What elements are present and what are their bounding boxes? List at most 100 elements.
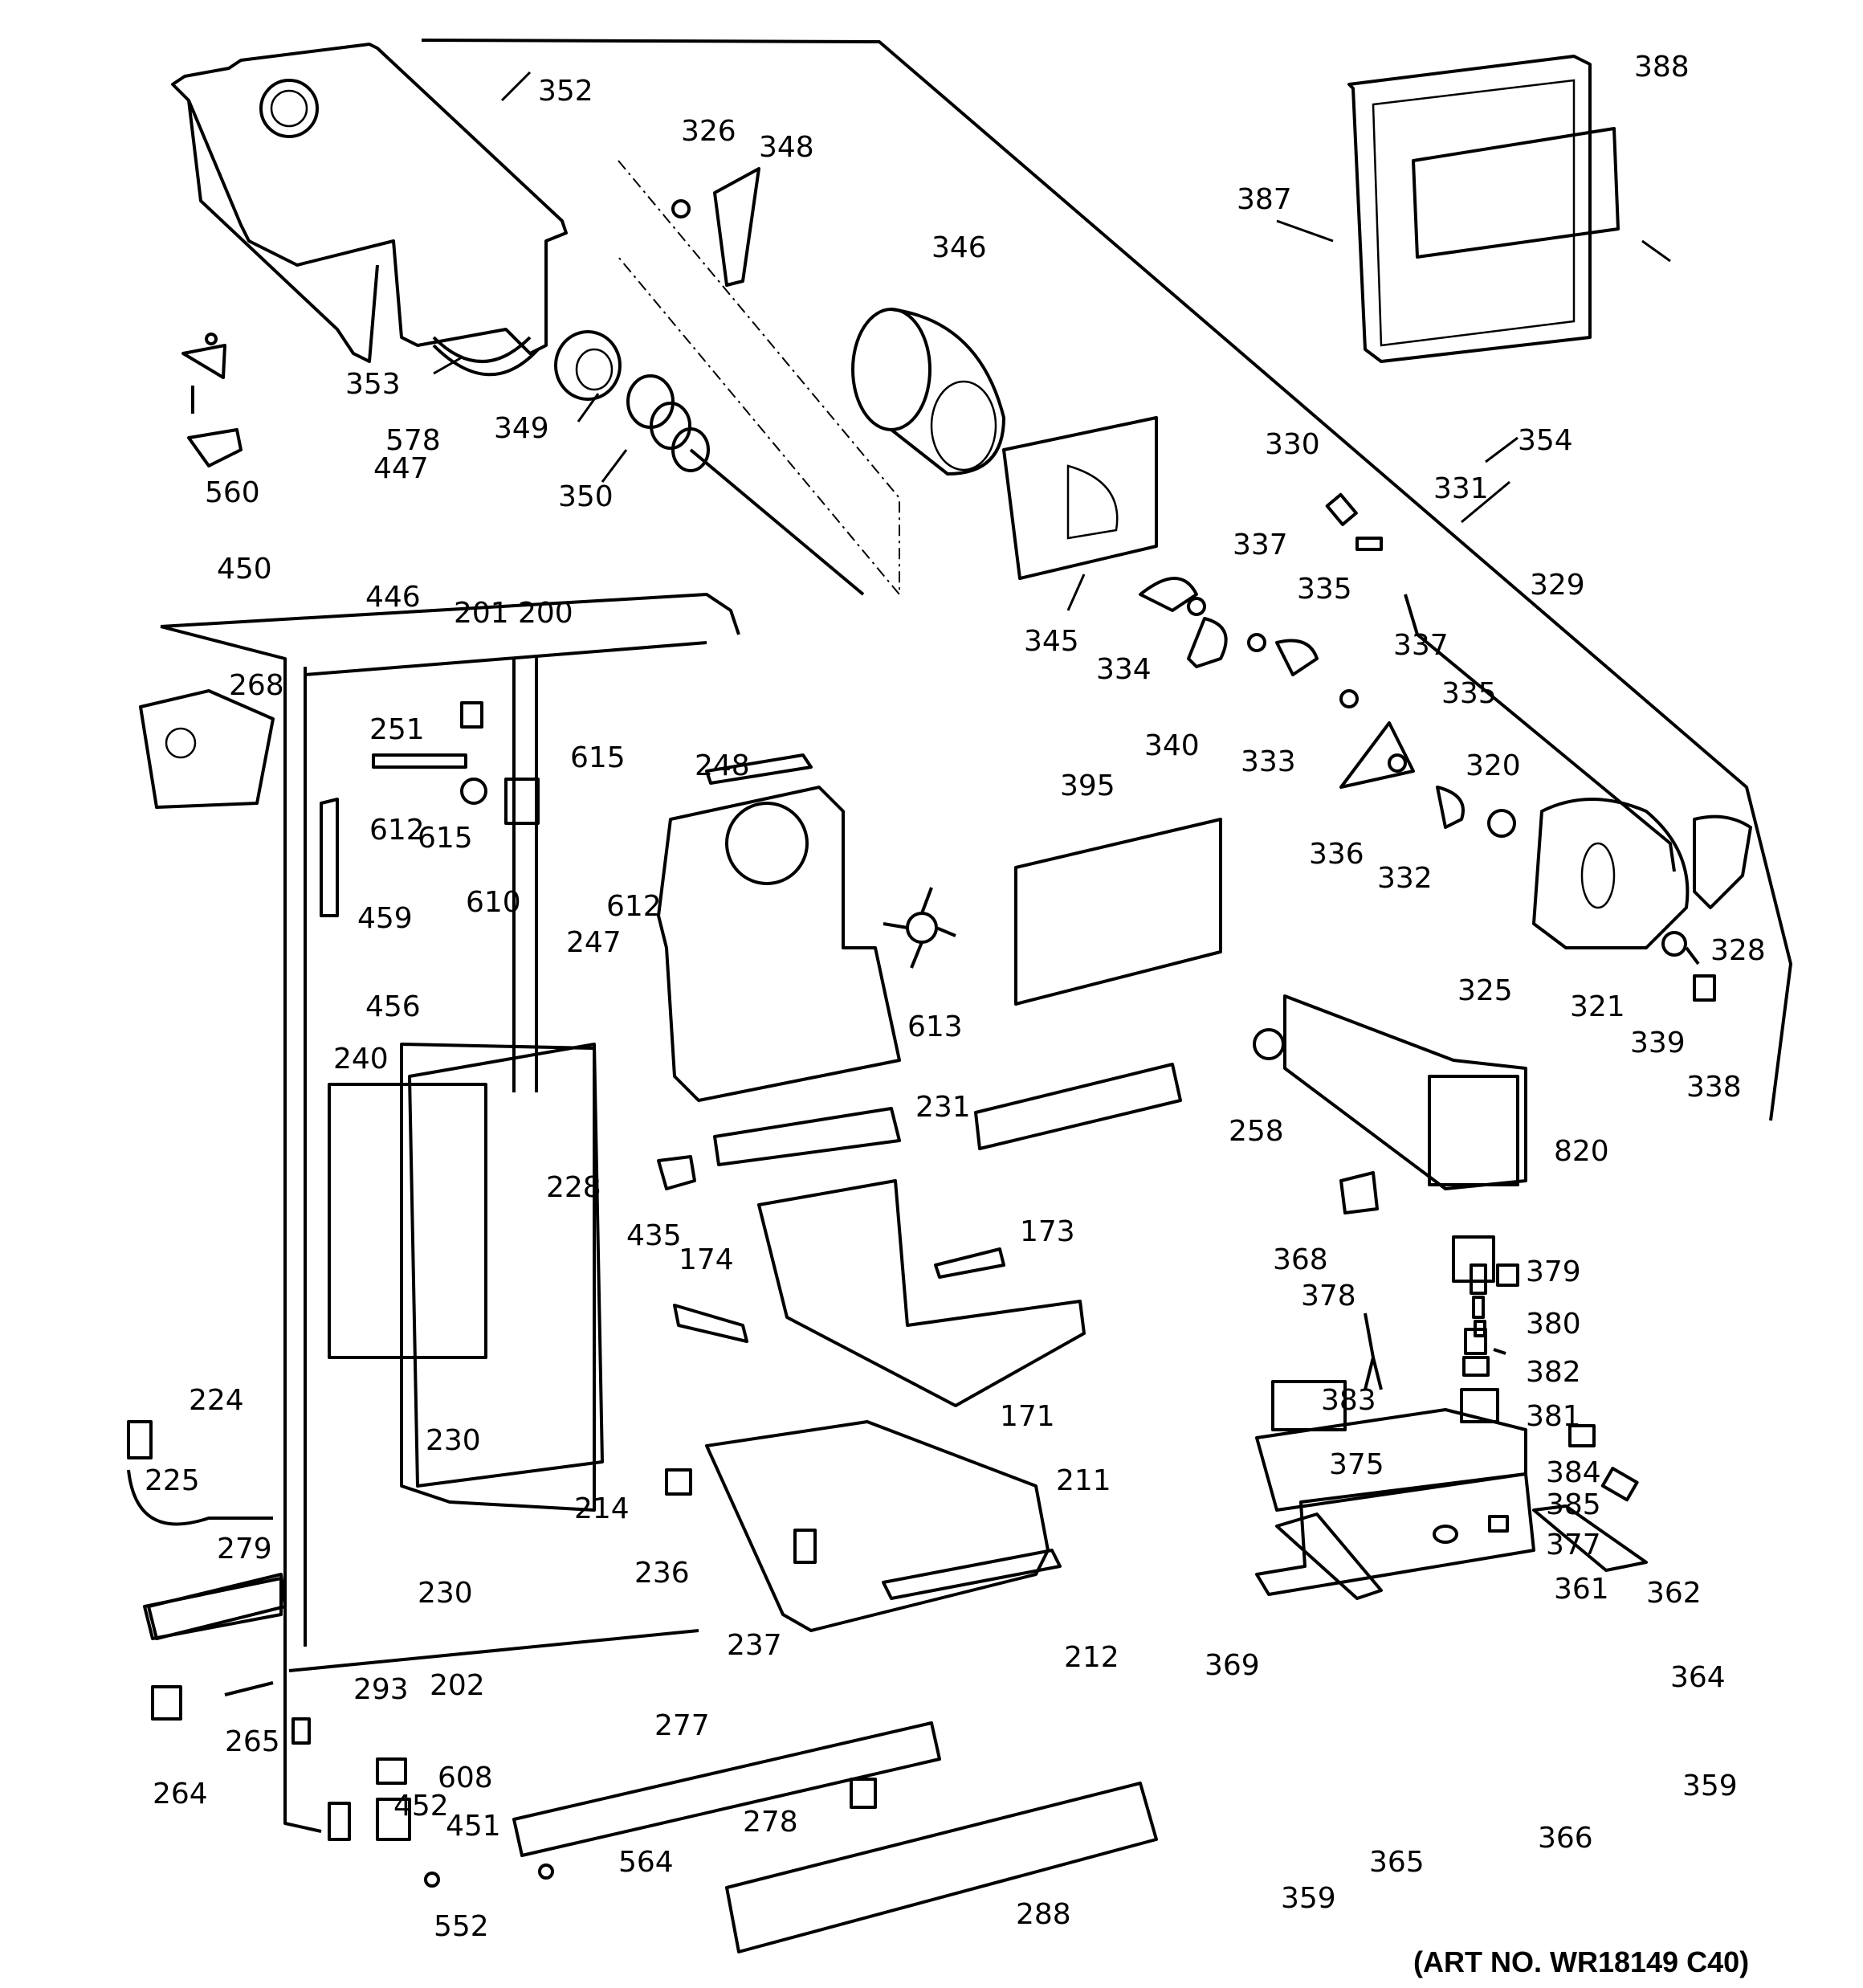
callout-320: 320 bbox=[1466, 749, 1521, 782]
trim-359-right bbox=[1532, 1504, 1648, 1572]
callout-171: 171 bbox=[1000, 1400, 1055, 1433]
callout-265: 265 bbox=[225, 1725, 280, 1758]
callout-450: 450 bbox=[217, 553, 272, 586]
duct-bottom-bracket bbox=[713, 1107, 901, 1166]
callout-214: 214 bbox=[574, 1492, 630, 1525]
fan-motor-610 bbox=[504, 778, 540, 825]
callout-237: 237 bbox=[727, 1629, 782, 1662]
fan-blade bbox=[883, 887, 956, 969]
valve-pin bbox=[1493, 1348, 1506, 1355]
coil-clip bbox=[1496, 1263, 1519, 1287]
callout-384: 384 bbox=[1546, 1456, 1601, 1489]
valve-bracket bbox=[1460, 1388, 1499, 1423]
callout-608: 608 bbox=[438, 1761, 493, 1794]
callout-225: 225 bbox=[145, 1464, 200, 1497]
callout-578: 578 bbox=[385, 424, 441, 457]
bracket-368 bbox=[1339, 1171, 1379, 1214]
left-rail bbox=[320, 798, 339, 917]
callout-564: 564 bbox=[618, 1846, 674, 1879]
drain-tube bbox=[127, 1469, 273, 1526]
callout-383: 383 bbox=[1321, 1384, 1376, 1417]
callout-361: 361 bbox=[1554, 1573, 1609, 1606]
callout-240: 240 bbox=[333, 1043, 389, 1076]
cam-arms bbox=[1139, 577, 1516, 838]
callout-456: 456 bbox=[365, 990, 421, 1023]
art-number: (ART NO. WR18149 C40) bbox=[1413, 1945, 1749, 1978]
auger-motor bbox=[1532, 798, 1690, 949]
callout-251: 251 bbox=[369, 713, 425, 746]
callout-348: 348 bbox=[759, 131, 814, 164]
ice-bucket bbox=[171, 43, 568, 363]
callout-613: 613 bbox=[907, 1010, 963, 1043]
callout-335: 335 bbox=[1297, 573, 1352, 606]
toe-rail bbox=[512, 1721, 941, 1857]
callout-375: 375 bbox=[1329, 1448, 1384, 1481]
trim-359-left bbox=[1275, 1512, 1383, 1600]
assembly-boundary bbox=[421, 39, 1792, 1121]
callout-359b: 359 bbox=[1281, 1882, 1336, 1915]
callout-279: 279 bbox=[217, 1533, 272, 1565]
rail-174 bbox=[673, 1304, 748, 1343]
freezer-basket bbox=[757, 1179, 1086, 1407]
callout-288: 288 bbox=[1016, 1898, 1071, 1931]
callout-212: 212 bbox=[1064, 1641, 1119, 1674]
callout-369: 369 bbox=[1205, 1649, 1260, 1682]
evaporator bbox=[328, 1043, 596, 1512]
callout-388: 388 bbox=[1634, 51, 1690, 84]
callout-277: 277 bbox=[654, 1709, 710, 1742]
screw-265 bbox=[224, 1681, 274, 1696]
callout-258: 258 bbox=[1229, 1115, 1284, 1148]
callout-820: 820 bbox=[1554, 1135, 1609, 1168]
callout-230b: 230 bbox=[418, 1577, 473, 1610]
bracket-612 bbox=[372, 753, 467, 769]
valve-seat bbox=[1462, 1356, 1490, 1377]
callout-173: 173 bbox=[1020, 1215, 1075, 1248]
callout-247: 247 bbox=[566, 926, 622, 959]
callout-334: 334 bbox=[1096, 653, 1152, 686]
callout-365: 365 bbox=[1369, 1846, 1425, 1879]
callout-333: 333 bbox=[1241, 745, 1296, 778]
cabinet-base bbox=[143, 1577, 283, 1640]
callout-328: 328 bbox=[1710, 934, 1766, 967]
screw-578 bbox=[205, 333, 218, 345]
callout-382: 382 bbox=[1526, 1356, 1581, 1389]
bracket-338 bbox=[1693, 974, 1716, 1002]
light-shield bbox=[181, 344, 226, 379]
callout-248: 248 bbox=[695, 749, 750, 782]
callout-612: 612 bbox=[369, 814, 425, 847]
callout-345: 345 bbox=[1024, 625, 1079, 658]
callout-364: 364 bbox=[1670, 1661, 1726, 1694]
shield-plate bbox=[1014, 818, 1222, 1006]
clip-366 bbox=[1488, 1515, 1509, 1533]
dispenser-frame bbox=[1347, 55, 1592, 363]
valve-body bbox=[1464, 1328, 1487, 1355]
damper-435 bbox=[657, 1155, 696, 1190]
bucket-washer bbox=[671, 199, 691, 218]
thermostat-364 bbox=[1600, 1467, 1639, 1502]
callout-329: 329 bbox=[1530, 569, 1585, 602]
callout-395: 395 bbox=[1060, 769, 1115, 802]
rail-173 bbox=[934, 1247, 1005, 1279]
callout-231: 231 bbox=[915, 1091, 971, 1124]
callout-377: 377 bbox=[1546, 1529, 1601, 1561]
auger-assembly bbox=[626, 374, 865, 596]
evaporator-cover bbox=[408, 1043, 604, 1488]
callout-615: 615 bbox=[570, 741, 626, 774]
callout-346: 346 bbox=[932, 231, 987, 264]
light-socket bbox=[139, 689, 275, 809]
grommet-615 bbox=[460, 778, 487, 805]
callout-352: 352 bbox=[538, 75, 593, 108]
auger-dashed-outline bbox=[618, 160, 900, 597]
callout-200: 200 bbox=[518, 597, 573, 630]
ice-bucket-clip bbox=[432, 344, 540, 377]
callout-278: 278 bbox=[743, 1806, 798, 1839]
callout-201: 201 bbox=[454, 597, 509, 630]
motor-cover bbox=[1693, 814, 1752, 909]
hinge-parts bbox=[291, 1717, 554, 1888]
callout-230: 230 bbox=[426, 1424, 481, 1457]
callout-379: 379 bbox=[1526, 1255, 1581, 1288]
callout-321: 321 bbox=[1570, 990, 1625, 1023]
callout-264: 264 bbox=[153, 1778, 208, 1810]
switch-251 bbox=[460, 701, 483, 729]
